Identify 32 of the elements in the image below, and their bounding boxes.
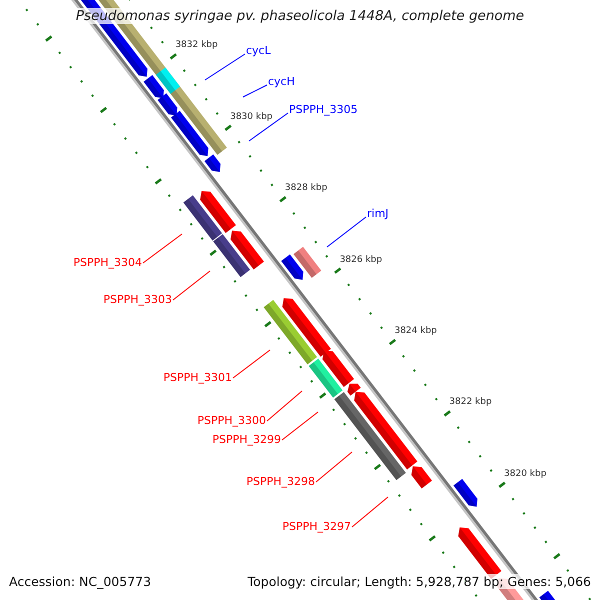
tick-label: 3832 kbp [175,40,218,52]
leader-line [204,54,246,80]
gene-label: PSPPH_3304 [73,256,142,269]
leader-line [172,270,210,300]
leader-line [248,112,288,142]
gene-label: cycH [268,75,295,88]
leader-line [326,216,366,248]
accession-note: Accession: NC_005773 [9,574,152,589]
gene-label: PSPPH_3300 [197,414,266,427]
leader-line [242,84,268,98]
leader-line [352,496,388,528]
leader-line [316,452,352,482]
leader-line [232,350,270,378]
gene-label: PSPPH_3301 [163,371,232,384]
leader-line [266,390,302,422]
map-title: Pseudomonas syringae pv. phaseolicola 1448A, complete genome [74,8,526,24]
tick-label: 3826 kbp [340,254,382,266]
gene-label: PSPPH_3303 [103,293,172,306]
gene-label: PSPPH_3305 [289,103,358,116]
gene-label: PSPPH_3297 [282,520,351,533]
genome-stats-note: Topology: circular; Length: 5,928,787 bp; Genes: 5,066 [248,574,591,589]
gene-label: rimJ [367,207,389,220]
tick-label: 3820 kbp [504,468,546,480]
tick-label: 3830 kbp [230,112,273,123]
tick-label: 3828 kbp [284,183,328,194]
leader-line [142,234,182,264]
leader-line [282,412,318,440]
gene-label: cycL [246,44,271,57]
gene-label: PSPPH_3299 [212,433,281,446]
tick-label: 3824 kbp [394,326,437,338]
gene-label: PSPPH_3298 [246,475,315,488]
tick-label: 3822 kbp [449,397,492,408]
